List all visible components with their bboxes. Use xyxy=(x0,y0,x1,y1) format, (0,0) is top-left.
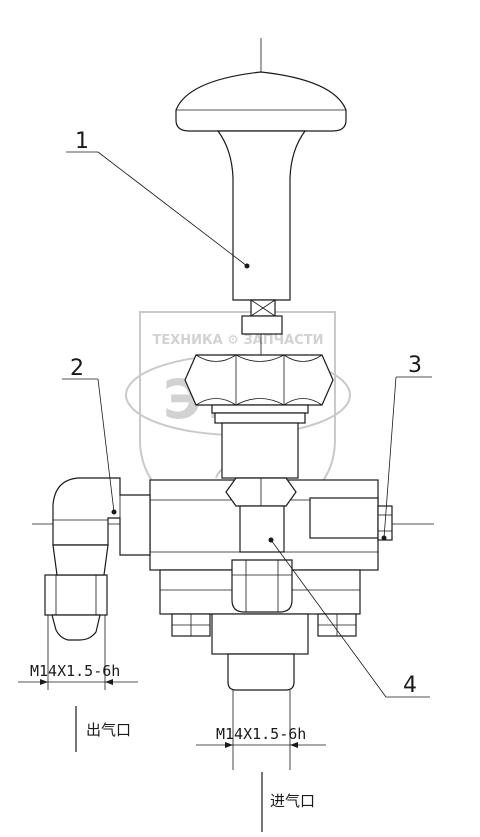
inlet-dimension: M14X1.5-6h xyxy=(196,690,326,770)
handle-knob xyxy=(175,71,347,132)
callout-3: 3 xyxy=(408,353,422,378)
callout-1: 1 xyxy=(75,129,89,154)
outlet-dimension: M14X1.5-6h xyxy=(18,615,138,690)
inlet-fitting xyxy=(231,559,293,613)
outlet-elbow-fitting xyxy=(44,477,151,641)
inlet-label: 进气口 xyxy=(270,792,315,810)
upper-hex-nut xyxy=(184,354,334,479)
handle-stem xyxy=(216,130,307,335)
outlet-label: 出气口 xyxy=(86,721,131,739)
outlet-arrow: 出气口 xyxy=(75,706,131,752)
inlet-thread-spec: M14X1.5-6h xyxy=(216,725,306,743)
callout-2: 2 xyxy=(70,356,84,381)
watermark-top-text: ТЕХНИКА ⚙ ЗАПЧАСТИ xyxy=(153,333,324,348)
leader-lines xyxy=(62,151,432,698)
inlet-arrow: 进气口 xyxy=(261,772,315,832)
valve-body xyxy=(149,477,379,571)
outlet-thread-spec: M14X1.5-6h xyxy=(30,662,120,680)
callout-4: 4 xyxy=(403,673,417,698)
